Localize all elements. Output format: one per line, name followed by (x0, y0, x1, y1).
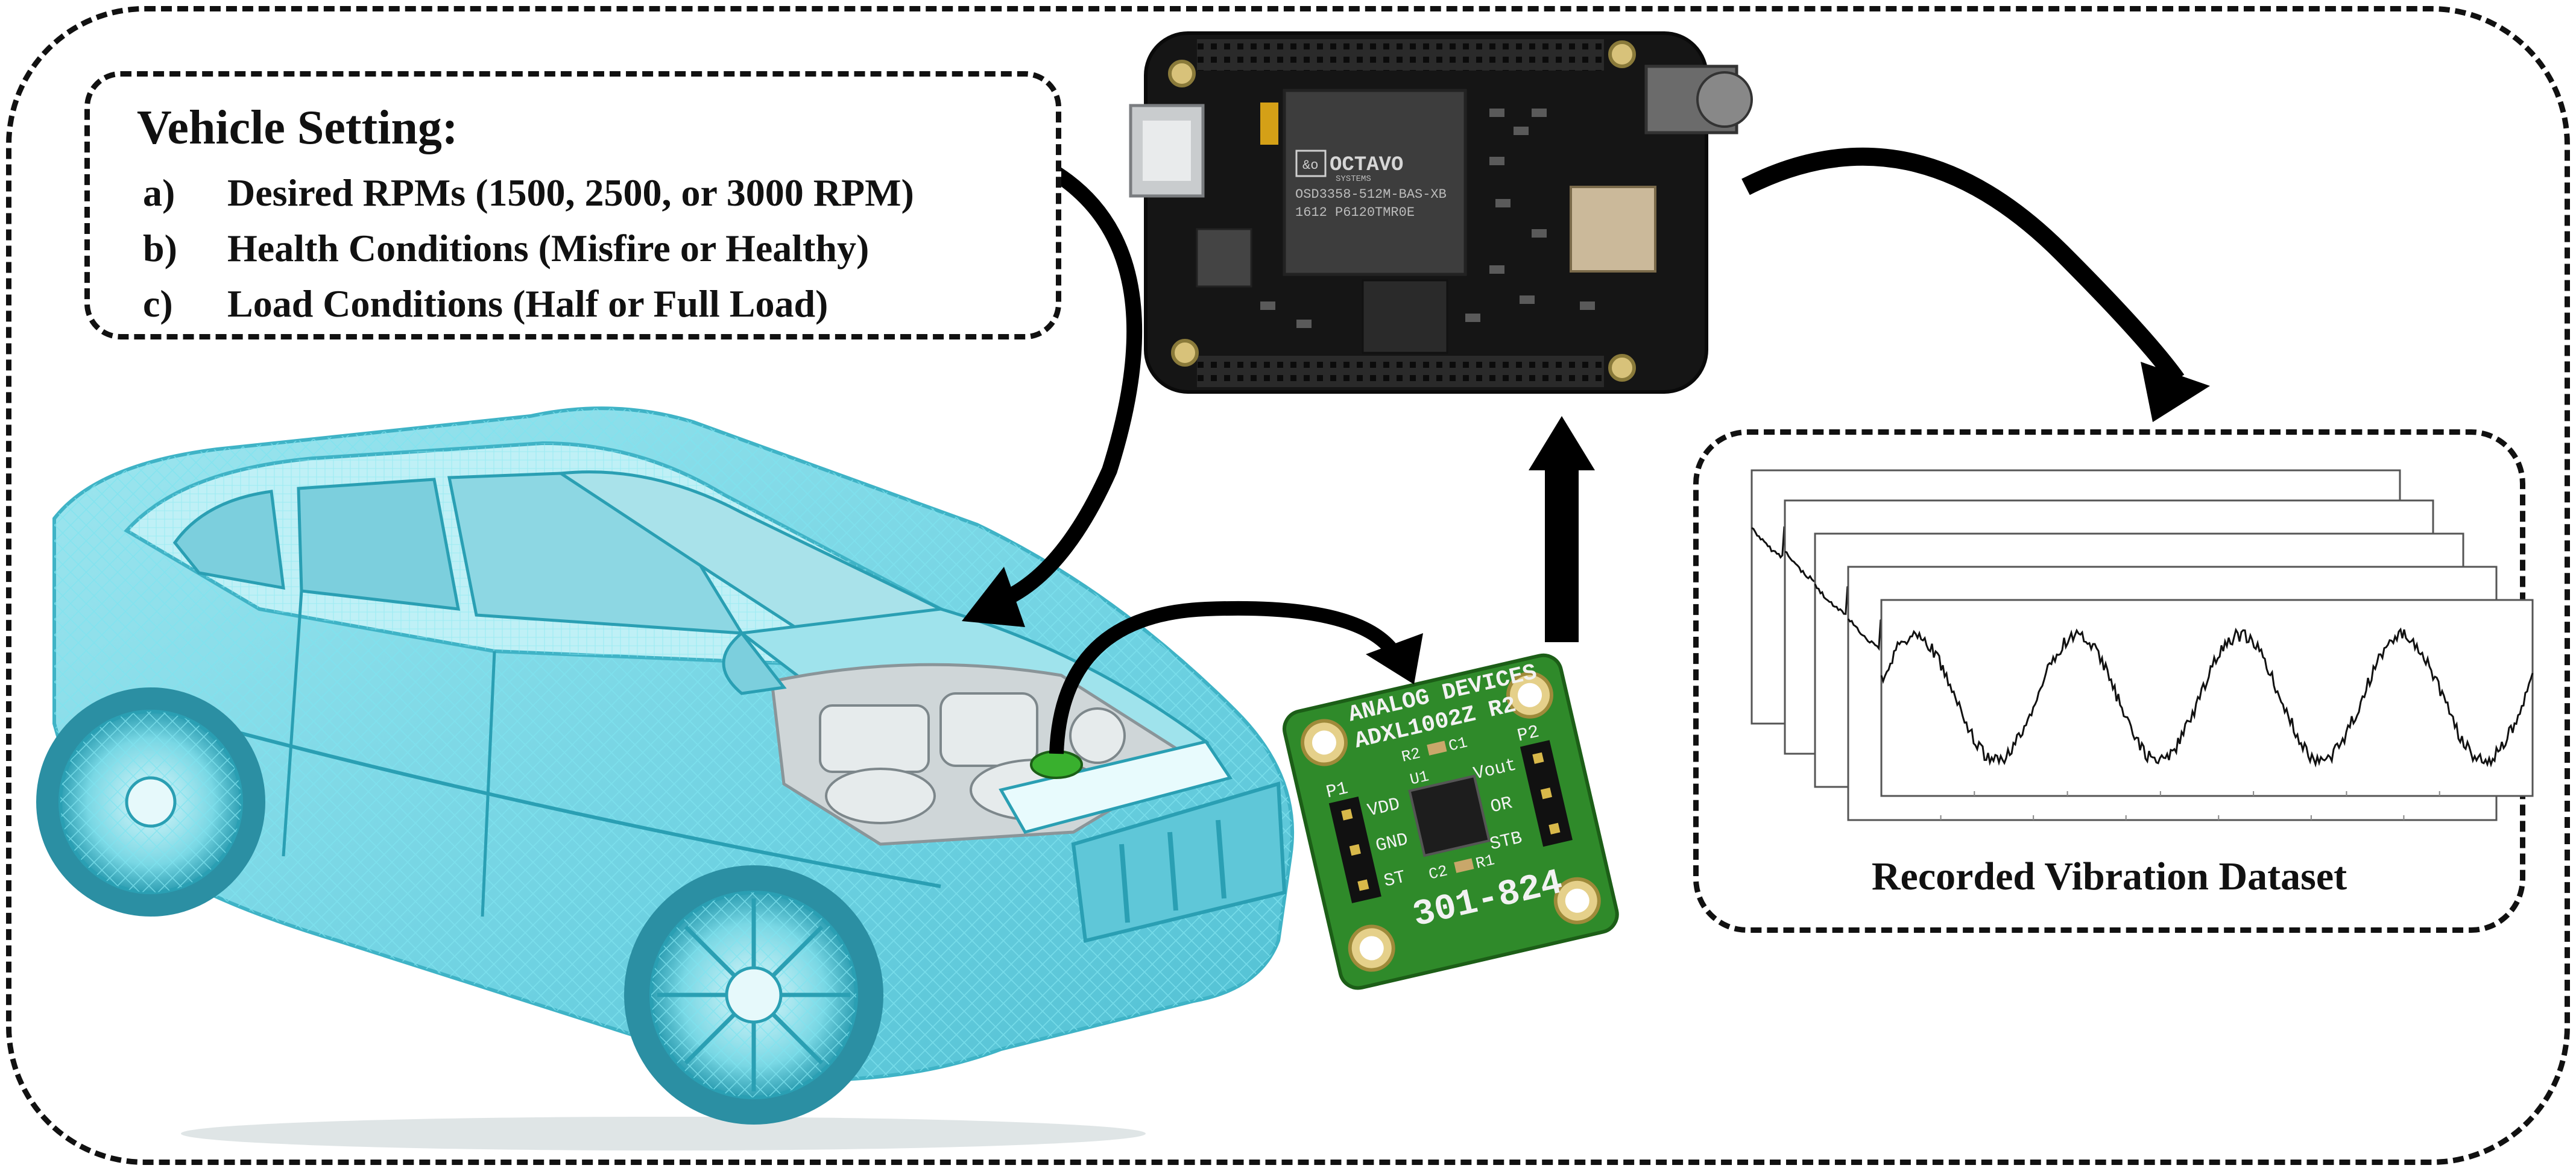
label-c1: C1 (1447, 733, 1469, 755)
chip-brand-sub-text: SYSTEMS (1336, 174, 1371, 184)
recorded-dataset-box: Recorded Vibration Dataset (1693, 429, 2525, 933)
chip-part-text: OSD3358-512M-BAS-XB (1295, 187, 1447, 202)
setting-item-health: b) Health Conditions (Misfire or Healthy… (137, 221, 1056, 276)
setting-text: Desired RPMs (1500, 2500, or 3000 RPM) (227, 171, 914, 214)
flow-arrows (962, 147, 2210, 754)
adxl-sensor-board: ANALOG DEVICES ADXL1002Z R2 P1 P2 VDD GN… (1283, 653, 1619, 990)
setting-item-rpm: a) Desired RPMs (1500, 2500, or 3000 RPM… (137, 165, 1056, 221)
label-st: ST (1382, 867, 1408, 892)
vehicle-setting-title: Vehicle Setting: (137, 101, 458, 154)
label-p1: P1 (1324, 778, 1350, 803)
label-or: OR (1489, 793, 1515, 818)
label-p2: P2 (1515, 722, 1541, 746)
vehicle-setting-box: Vehicle Setting: a) Desired RPMs (1500, … (84, 71, 1061, 339)
chip-code-text: 1612 P6120TMR0E (1295, 205, 1415, 220)
label-r2: R2 (1400, 744, 1422, 766)
wifi-module-chip (1570, 186, 1656, 273)
setting-item-load: c) Load Conditions (Half or Full Load) (137, 276, 1056, 332)
svg-text:&o: &o (1302, 158, 1318, 173)
setting-text: Health Conditions (Misfire or Healthy) (227, 227, 870, 270)
label-c2: C2 (1427, 862, 1449, 883)
chip-brand-text: OCTAVO (1330, 154, 1403, 177)
dataset-label: Recorded Vibration Dataset (1871, 854, 2347, 898)
car-wireframe (36, 406, 1295, 1150)
arrow-settings-to-car (992, 159, 1143, 611)
sensor-mount-point (1030, 750, 1083, 779)
setting-letter: a) (143, 171, 175, 214)
label-u1: U1 (1408, 767, 1430, 789)
arrow-board-to-dataset (1741, 147, 2185, 385)
outer-frame (6, 6, 2570, 1165)
bottom-header-icon (1197, 356, 1604, 387)
label-r1: R1 (1474, 851, 1496, 873)
accelerometer-chip (1408, 774, 1491, 857)
setting-letter: b) (143, 227, 177, 270)
setting-text: Load Conditions (Half or Full Load) (227, 282, 829, 325)
setting-letter: c) (143, 282, 173, 325)
arrow-car-to-sensor (1049, 601, 1399, 754)
main-processor-chip (1283, 89, 1467, 276)
beaglebone-board: &o OCTAVO SYSTEMS OSD3358-512M-BAS-XB 16… (1129, 31, 1753, 394)
top-header-icon (1197, 39, 1604, 71)
